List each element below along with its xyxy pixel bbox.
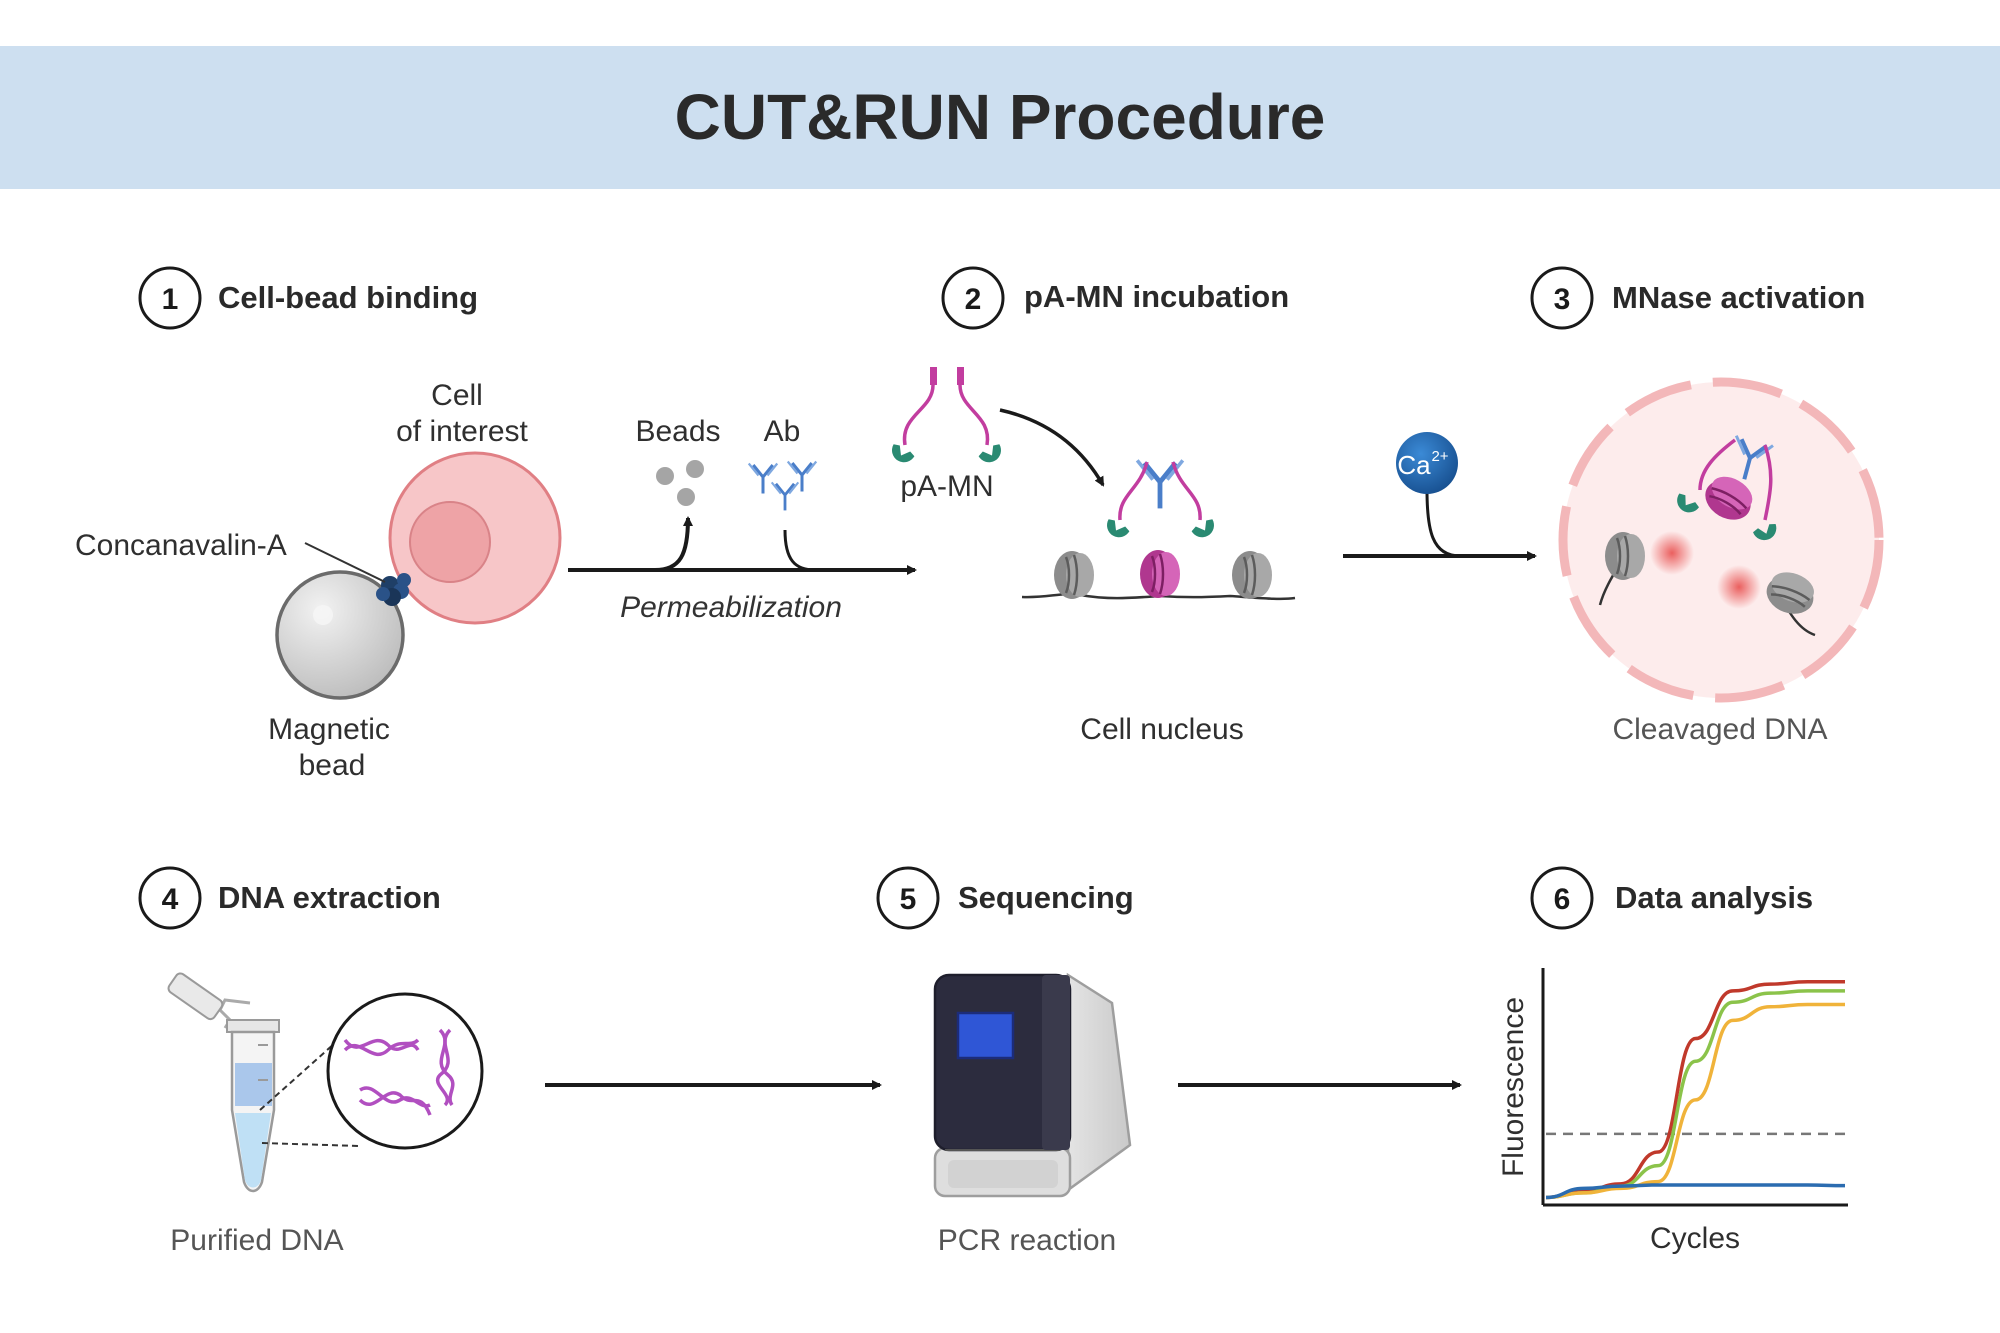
- amplification-curve-1: [1545, 980, 1845, 1200]
- pcr-reaction-label: PCR reaction: [938, 1224, 1116, 1257]
- concanavalin-pointer: [304, 542, 386, 583]
- bead-highlight: [313, 605, 333, 625]
- nuclear-envelope: [1558, 377, 1884, 703]
- step-1-number: 1: [162, 283, 179, 316]
- cell-nucleus-label: Cell nucleus: [1080, 713, 1243, 746]
- magnetic-label-line2: bead: [299, 749, 366, 782]
- concanavalin-label: Concanavalin-A: [75, 529, 287, 562]
- cleavage-site-1: [1650, 531, 1694, 575]
- step-2-badge: [941, 266, 1005, 330]
- page-title: CUT&RUN Procedure: [674, 81, 1326, 153]
- amplification-curve-3: [1545, 1002, 1845, 1200]
- chromatin-fiber: [1021, 548, 1296, 601]
- cell-bead-illustration: [275, 451, 562, 700]
- pa-mn-binding-arrow: [999, 408, 1105, 487]
- dna-zoom-circle: [326, 992, 484, 1150]
- step-3-title: MNase activation: [1612, 280, 1865, 315]
- purified-dna-label: Purified DNA: [170, 1224, 343, 1257]
- step-5-badge: [876, 866, 940, 930]
- pa-mn-label: pA-MN: [900, 470, 993, 503]
- step-4-badge: [138, 866, 202, 930]
- antibody-pa-mn-complex: [1102, 460, 1219, 542]
- step-3-badge: [1530, 266, 1594, 330]
- ab-label: Ab: [764, 415, 801, 448]
- pa-mn-free: [887, 367, 1006, 467]
- amplification-curve-2: [1545, 989, 1845, 1200]
- magnetic-bead: [275, 570, 405, 700]
- magnetic-label-line1: Magnetic: [268, 713, 390, 746]
- step-6-number: 6: [1554, 883, 1571, 916]
- activated-nucleus: [1558, 377, 1884, 703]
- concanavalin-protein: [376, 573, 411, 606]
- title-banner: CUT&RUN Procedure: [0, 46, 2000, 189]
- step-5-heading: 5 Sequencing: [876, 866, 1134, 930]
- beads-removal-arrow: [654, 516, 693, 572]
- step-3-number: 3: [1554, 283, 1571, 316]
- calcium-arrow: Ca 2+: [1343, 432, 1537, 561]
- calcium-symbol: Ca: [1397, 450, 1431, 480]
- zoom-line-top: [259, 1042, 336, 1111]
- step-4-number: 4: [162, 883, 179, 916]
- step-1-title: Cell-bead binding: [218, 280, 478, 315]
- step-4-heading: 4 DNA extraction: [138, 866, 441, 930]
- dna-helix-icons: [343, 1028, 455, 1116]
- step-5-title: Sequencing: [958, 880, 1134, 915]
- cleavage-site-2: [1717, 565, 1761, 609]
- nucleus-background: [1563, 382, 1879, 698]
- amplification-chart: [1541, 968, 1848, 1207]
- beads-label: Beads: [635, 415, 720, 448]
- amplification-curve-4: [1545, 1183, 1846, 1200]
- step-1-heading: 1 Cell-bead binding: [138, 266, 478, 330]
- cell-label-line2: of interest: [396, 415, 528, 448]
- step-6-badge: [1530, 866, 1594, 930]
- step-2-number: 2: [965, 283, 982, 316]
- permeabilization-arrow: [568, 516, 917, 575]
- pcr-machine: [933, 972, 1132, 1198]
- antibody-entry-line: [783, 529, 816, 572]
- step-5-number: 5: [900, 883, 917, 916]
- step-6-title: Data analysis: [1615, 880, 1813, 915]
- x-axis-label: Cycles: [1650, 1222, 1740, 1255]
- step-2-title: pA-MN incubation: [1024, 279, 1289, 314]
- cell-label-line1: Cell: [431, 379, 483, 412]
- step-3-heading: 3 MNase activation: [1530, 266, 1865, 330]
- step-6-heading: 6 Data analysis: [1530, 866, 1813, 930]
- permeabilization-label: Permeabilization: [620, 591, 842, 624]
- free-beads: [656, 460, 704, 506]
- calcium-charge: 2+: [1431, 448, 1448, 465]
- microcentrifuge-tube: [167, 972, 280, 1193]
- free-antibodies: [747, 460, 818, 512]
- calcium-ion-icon: [1396, 432, 1458, 494]
- zoom-line-bottom: [261, 1142, 359, 1147]
- pcr-screen: [956, 1011, 1015, 1060]
- y-axis-label: Fluorescence: [1497, 997, 1530, 1177]
- cell-nucleus-inner: [409, 501, 491, 583]
- step-1-badge: [138, 266, 202, 330]
- step-4-title: DNA extraction: [218, 880, 441, 915]
- step-2-heading: 2 pA-MN incubation: [941, 266, 1289, 330]
- cleavaged-dna-label: Cleavaged DNA: [1612, 713, 1827, 746]
